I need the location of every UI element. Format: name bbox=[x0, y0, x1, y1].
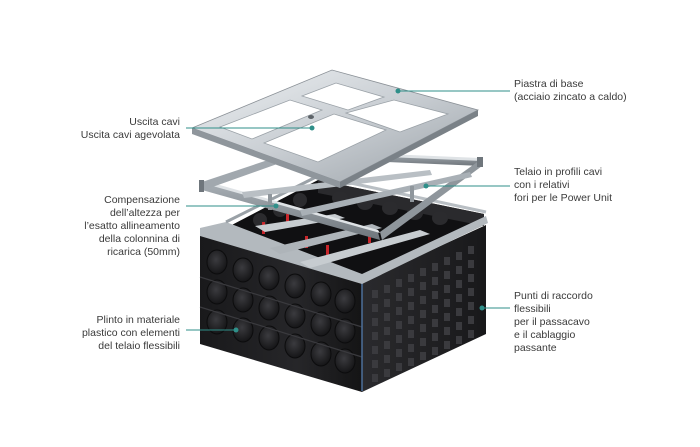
front-circles bbox=[199, 249, 363, 374]
plinth-right-face bbox=[362, 225, 486, 392]
label-line: Piastra di base bbox=[514, 78, 584, 90]
label-line: con i relativi bbox=[514, 179, 570, 191]
label-line: Telaio in profili cavi bbox=[514, 166, 603, 178]
label-punti-di-raccordo: Punti di raccordo flessibili per il pass… bbox=[514, 290, 593, 355]
label-line: e il cablaggio bbox=[514, 329, 576, 341]
label-line: ricarica (50mm) bbox=[107, 246, 180, 258]
label-line: della colonnina di bbox=[98, 233, 180, 245]
label-telaio: Telaio in profili cavi con i relativi fo… bbox=[514, 166, 612, 205]
label-line: l’esatto allineamento bbox=[84, 220, 180, 232]
cable-hole bbox=[308, 115, 314, 119]
label-piastra-di-base: Piastra di base (acciaio zincato a caldo… bbox=[514, 78, 627, 104]
label-line: Uscita cavi agevolata bbox=[80, 129, 180, 141]
label-line: fori per le Power Unit bbox=[514, 192, 613, 204]
label-line: Compensazione bbox=[104, 194, 180, 206]
label-line: dell’altezza per bbox=[109, 207, 180, 219]
label-line: plastico con elementi bbox=[81, 327, 180, 339]
label-line: Uscita cavi bbox=[129, 116, 180, 128]
label-line: per il passacavo bbox=[514, 316, 590, 328]
label-uscita-cavi: Uscita cavi Uscita cavi agevolata bbox=[81, 116, 180, 142]
plastic-plinth bbox=[199, 174, 488, 392]
label-line: (acciaio zincato a caldo) bbox=[514, 91, 627, 103]
leader-lines bbox=[186, 88, 510, 333]
right-grid bbox=[372, 246, 474, 382]
plinth-top-rim bbox=[200, 216, 488, 284]
label-line: passante bbox=[514, 342, 557, 354]
label-line: del telaio flessibili bbox=[98, 340, 180, 352]
label-plinto: Plinto in materiale plastico con element… bbox=[82, 314, 180, 353]
label-line: flessibili bbox=[514, 303, 551, 315]
plate-window-3 bbox=[262, 113, 388, 163]
plate-window-1 bbox=[218, 99, 324, 140]
label-line: Plinto in materiale bbox=[96, 314, 180, 326]
plate-window-4 bbox=[344, 99, 450, 133]
base-plate bbox=[190, 69, 480, 188]
label-line: Punti di raccordo bbox=[514, 290, 593, 302]
plate-window-2 bbox=[300, 82, 386, 111]
label-compensazione: Compensazione dell’altezza per l’esatto … bbox=[84, 194, 180, 259]
